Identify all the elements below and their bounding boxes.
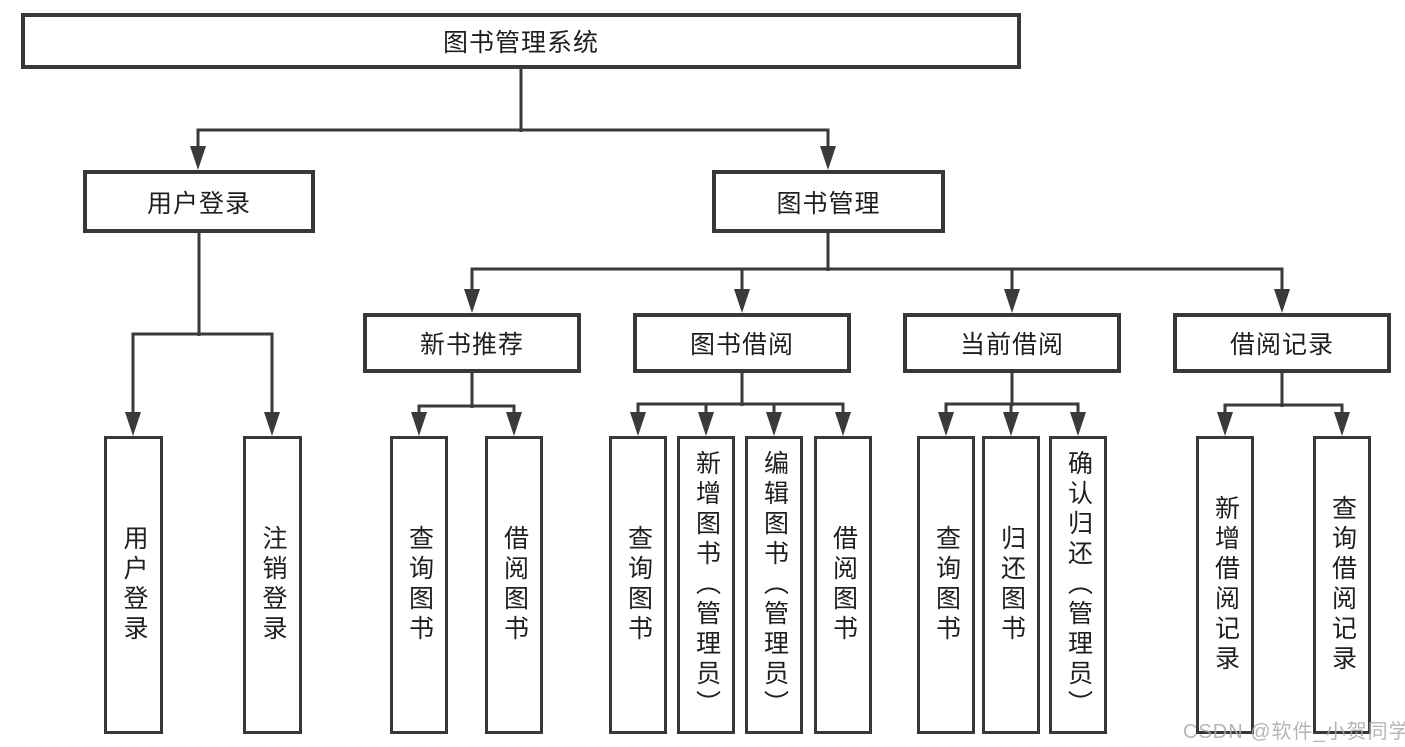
- node-label: 当前借阅: [959, 331, 1064, 359]
- node-label: 查询借阅记录: [1328, 495, 1357, 675]
- node-label: 查询图书: [405, 525, 434, 645]
- node-borrowing-records: 借阅记录: [1173, 313, 1391, 373]
- node-label: 编辑图书（管理员）: [760, 450, 789, 720]
- node-label: 新书推荐: [419, 331, 524, 359]
- node-leaf-query-books-current: 查询图书: [917, 436, 975, 734]
- node-leaf-return-books: 归还图书: [982, 436, 1040, 734]
- node-leaf-borrow-books-recommend: 借阅图书: [485, 436, 543, 734]
- node-label: 用户登录: [146, 189, 251, 218]
- node-label: 图书管理: [776, 189, 881, 218]
- node-leaf-logout: 注销登录: [243, 436, 302, 734]
- node-label: 用户登录: [120, 525, 148, 645]
- node-label: 归还图书: [997, 525, 1026, 645]
- node-label: 确认归还（管理员）: [1064, 450, 1093, 720]
- node-leaf-borrow-books-borrowing: 借阅图书: [814, 436, 872, 734]
- node-label: 图书借阅: [689, 331, 794, 359]
- node-book-borrowing: 图书借阅: [633, 313, 851, 373]
- node-leaf-query-borrow-record: 查询借阅记录: [1313, 436, 1371, 734]
- node-label: 查询图书: [932, 525, 961, 645]
- node-label: 新增图书（管理员）: [692, 450, 721, 720]
- node-library-management-system: 图书管理系统: [21, 13, 1021, 69]
- node-leaf-query-books-borrowing: 查询图书: [609, 436, 667, 734]
- node-leaf-edit-books-admin: 编辑图书（管理员）: [745, 436, 803, 734]
- node-leaf-confirm-return-admin: 确认归还（管理员）: [1049, 436, 1107, 734]
- node-user-login: 用户登录: [83, 170, 315, 233]
- node-leaf-user-login: 用户登录: [104, 436, 163, 734]
- node-label: 借阅记录: [1229, 331, 1334, 359]
- node-label: 注销登录: [259, 525, 287, 645]
- node-book-management: 图书管理: [712, 170, 945, 233]
- node-label: 借阅图书: [500, 525, 529, 645]
- node-label: 图书管理系统: [442, 29, 599, 57]
- node-leaf-query-books-recommend: 查询图书: [390, 436, 448, 734]
- node-current-borrowing: 当前借阅: [903, 313, 1121, 373]
- node-leaf-add-borrow-record: 新增借阅记录: [1196, 436, 1254, 734]
- node-label: 借阅图书: [829, 525, 858, 645]
- node-leaf-add-books-admin: 新增图书（管理员）: [677, 436, 735, 734]
- node-label: 新增借阅记录: [1211, 495, 1240, 675]
- node-new-book-recommend: 新书推荐: [363, 313, 581, 373]
- node-label: 查询图书: [624, 525, 653, 645]
- csdn-watermark: CSDN @软件_小贺同学: [1183, 721, 1405, 743]
